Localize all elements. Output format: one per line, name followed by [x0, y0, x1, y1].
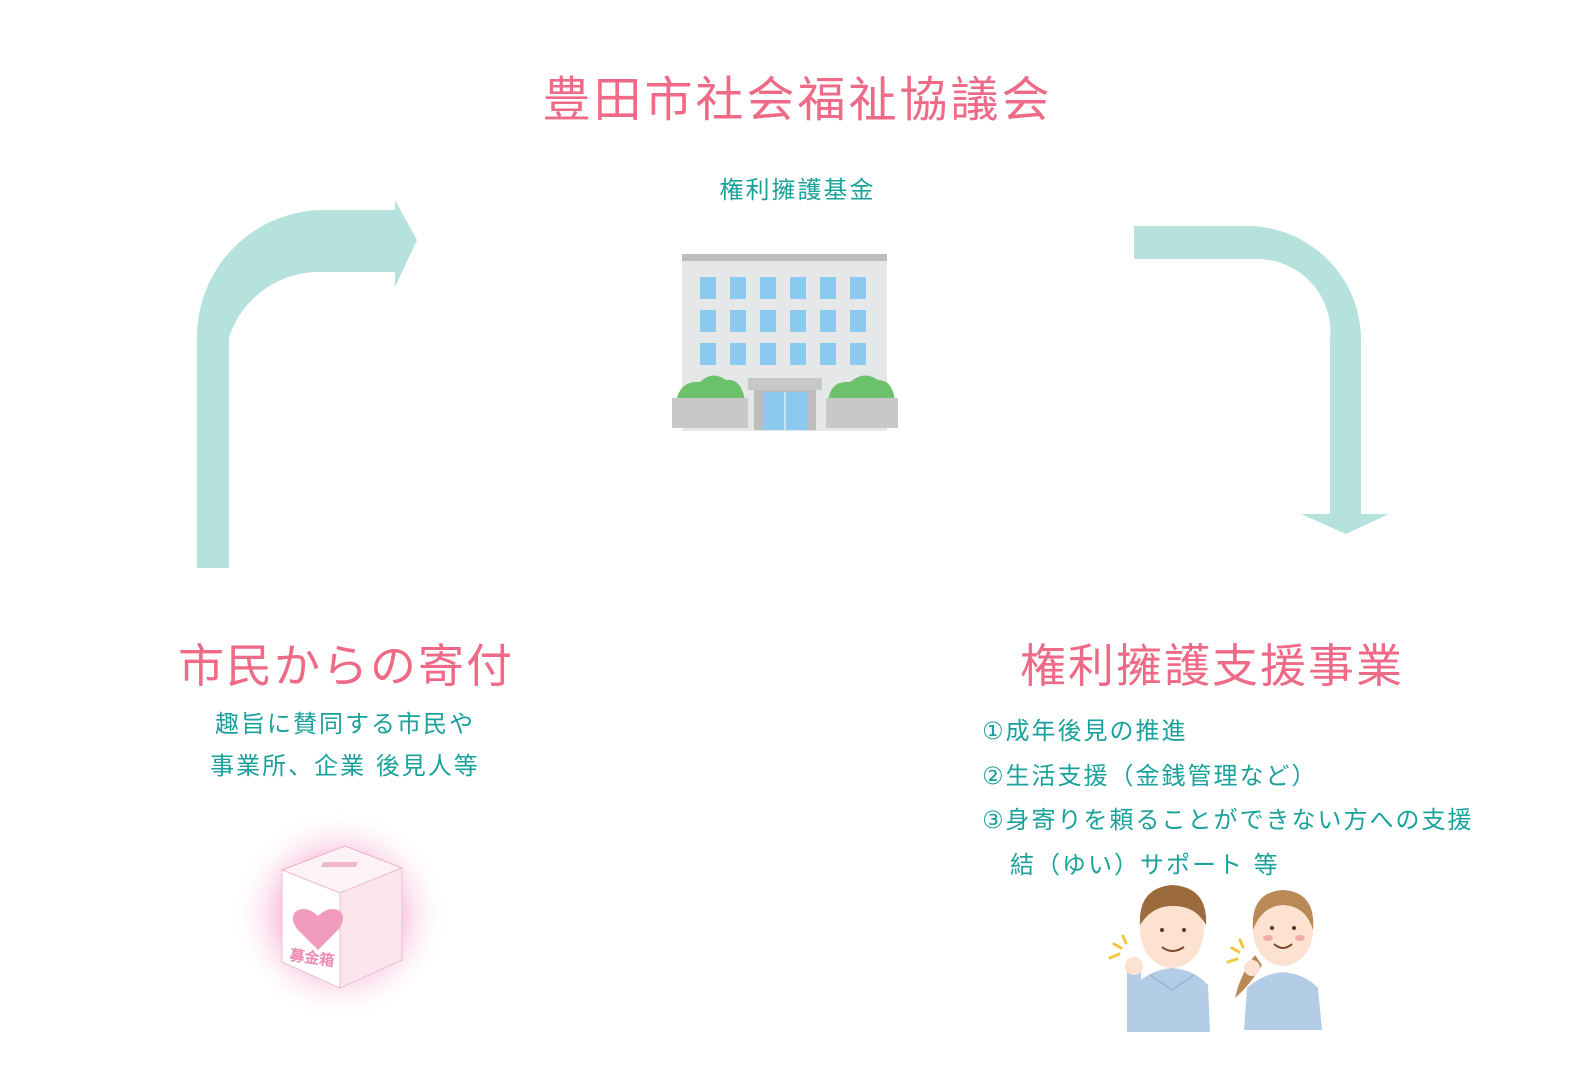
people-icon	[1108, 885, 1322, 1032]
donation-title: 市民からの寄付	[178, 639, 514, 693]
organization-title: 豊田市社会福祉協議会	[542, 72, 1053, 128]
arrow-up-right-icon	[197, 200, 417, 568]
building-icon	[672, 254, 898, 431]
support-item: ③身寄りを頼ることができない方への支援	[982, 806, 1474, 834]
donor-description-line: 趣旨に賛同する市民や	[215, 710, 475, 738]
fund-label: 権利擁護基金	[719, 176, 876, 204]
support-title: 権利擁護支援事業	[1020, 639, 1404, 693]
support-item: 結（ゆい）サポート 等	[1010, 851, 1280, 879]
donor-description-line: 事業所、企業 後見人等	[210, 752, 480, 780]
donation-box-icon	[232, 810, 448, 1020]
arrow-right-down-icon	[1134, 226, 1389, 534]
support-item: ②生活支援（金銭管理など）	[982, 762, 1318, 790]
support-item: ①成年後見の推進	[982, 717, 1188, 745]
